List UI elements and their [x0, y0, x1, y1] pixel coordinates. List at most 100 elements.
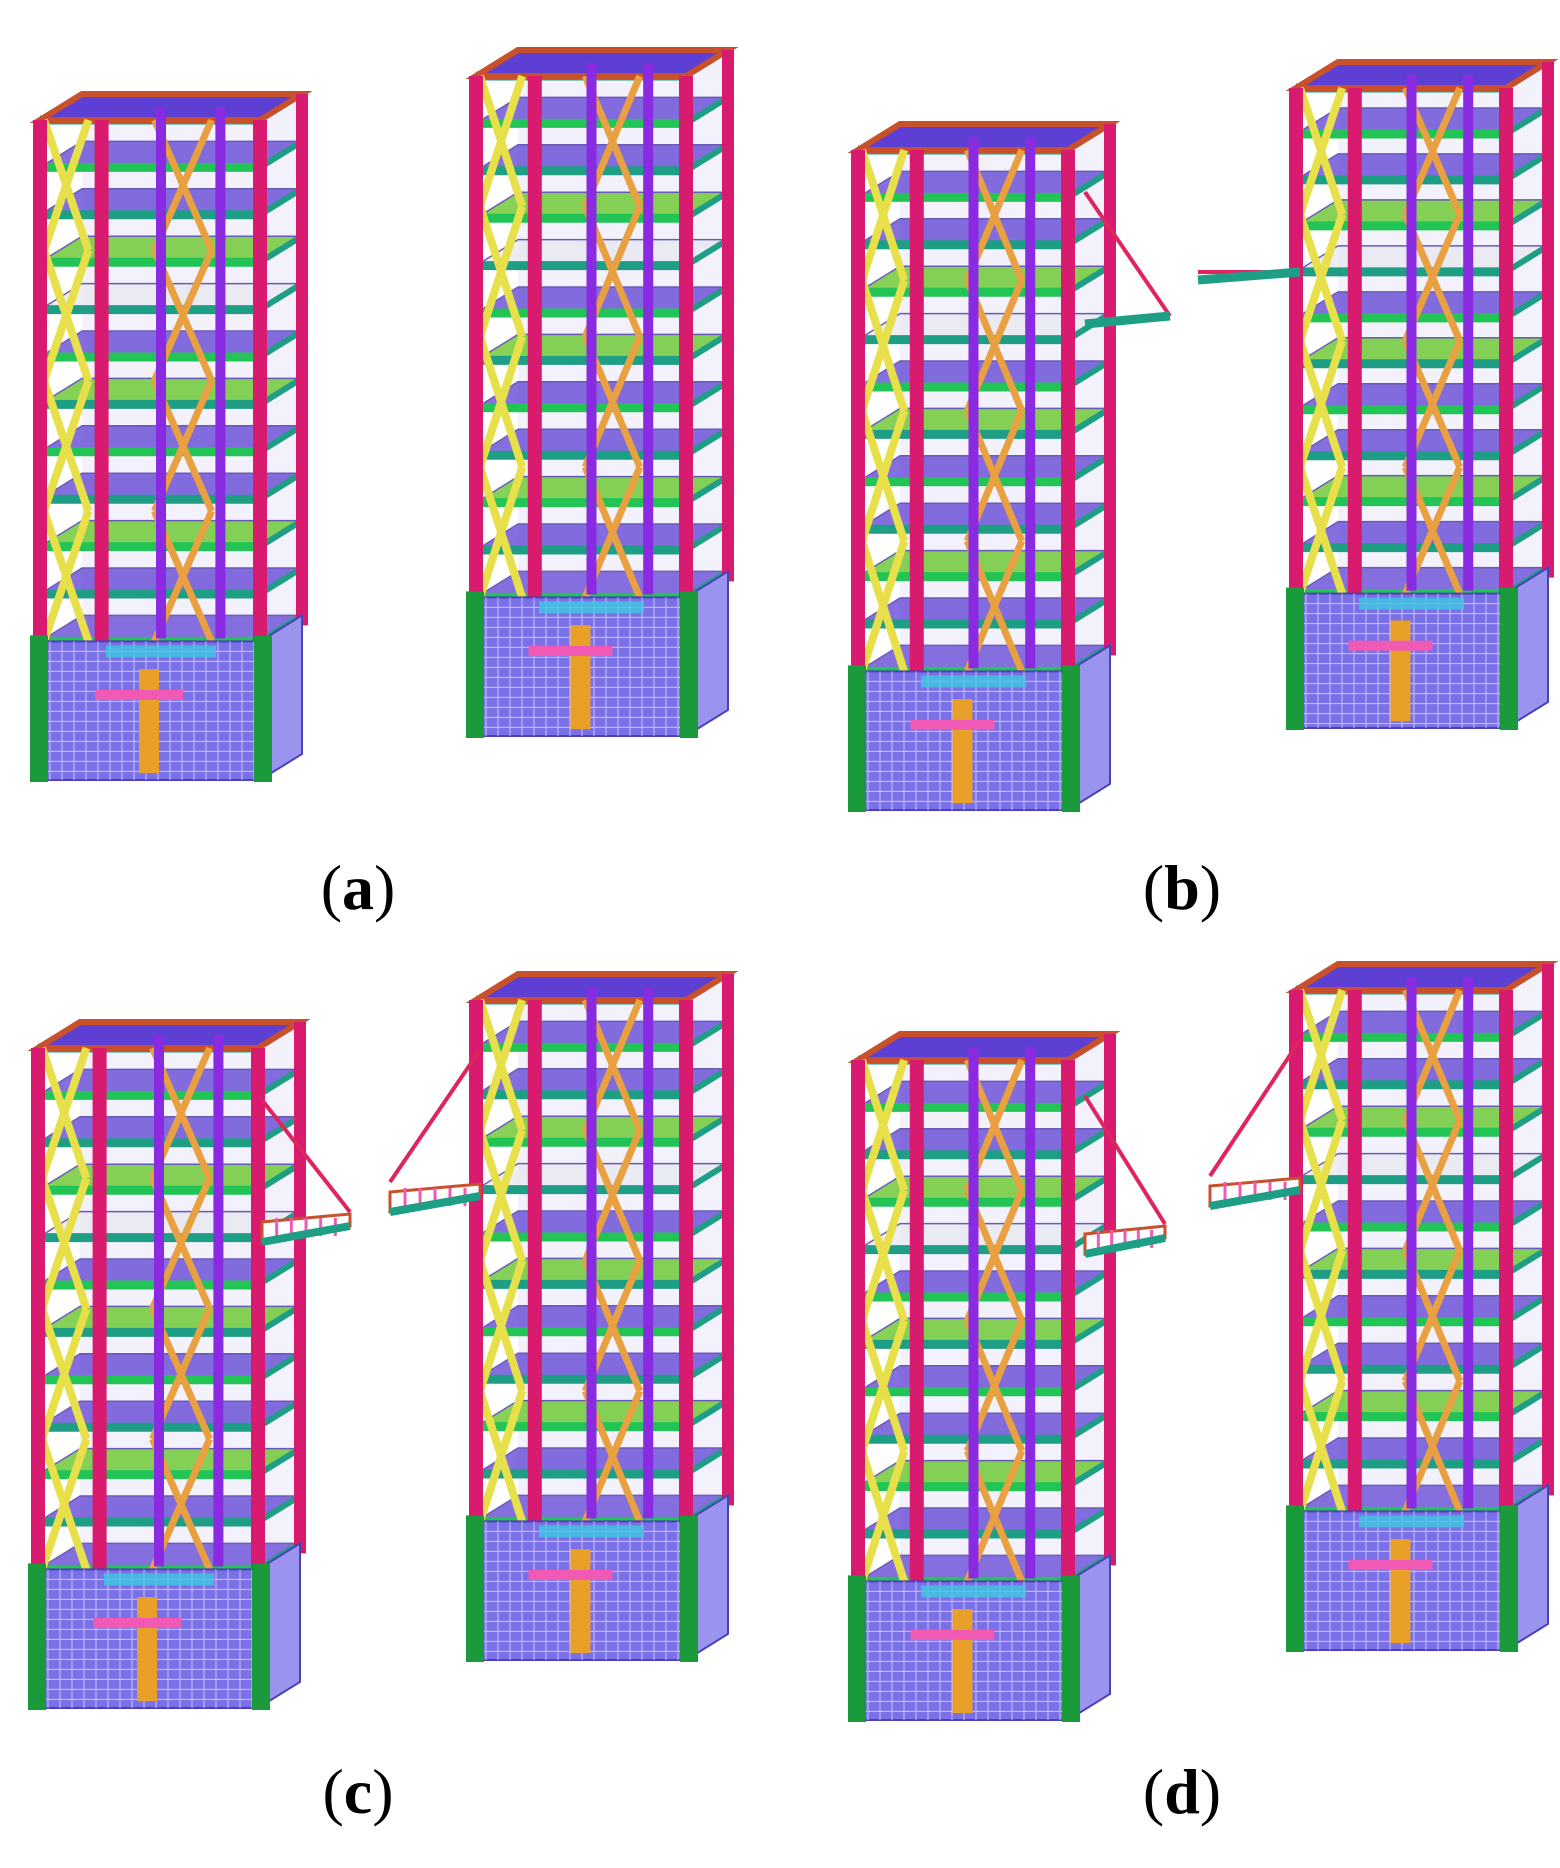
column: [469, 76, 483, 618]
column-back: [1104, 124, 1116, 656]
tower-a-right: [465, 47, 739, 738]
connector-beam: [389, 1192, 481, 1216]
brace-yellow: [858, 539, 909, 673]
roof-slab: [1285, 59, 1559, 91]
connector-beam: [1197, 267, 1301, 285]
base-column: [680, 591, 698, 738]
base-column: [1062, 1575, 1080, 1722]
connector-b-right: [1197, 267, 1301, 285]
panel-label-c: (c): [322, 1756, 394, 1827]
column: [31, 1048, 45, 1590]
base-pink-beam: [910, 719, 995, 730]
column: [1499, 990, 1513, 1532]
base-core-gold: [570, 625, 591, 730]
column-inner: [643, 63, 654, 595]
base-column: [254, 635, 272, 782]
brace-yellow: [476, 1259, 527, 1393]
column: [527, 76, 542, 618]
brace-yellow: [858, 1058, 909, 1192]
column-inner: [1406, 75, 1417, 591]
brace-yellow: [476, 335, 527, 469]
base-cyan-slab: [921, 675, 1026, 688]
base-pink-beam: [95, 689, 183, 700]
column: [1289, 88, 1303, 614]
connector-beam: [1209, 1186, 1301, 1210]
base-cyan-slab: [539, 601, 644, 614]
connector-beam: [1084, 1234, 1166, 1258]
column-inner: [215, 107, 226, 639]
column-inner: [968, 137, 979, 669]
base-column: [466, 591, 484, 738]
connector-b-left: [1083, 190, 1172, 329]
panel-letter-b: b: [1164, 852, 1200, 923]
column: [469, 1000, 483, 1542]
connector-d-left: [1083, 1094, 1167, 1258]
panel-letter-d: d: [1164, 1756, 1200, 1827]
column-back: [722, 974, 734, 1506]
brace-yellow: [476, 998, 527, 1132]
column-back: [294, 1022, 306, 1554]
base-column: [28, 1563, 46, 1710]
brace-yellow: [38, 1046, 91, 1180]
column: [851, 150, 865, 692]
base-cyan-slab: [539, 1525, 644, 1538]
column: [909, 1060, 924, 1602]
base-column: [1500, 587, 1518, 730]
brace-yellow: [858, 279, 909, 412]
brace-yellow: [40, 379, 93, 513]
column: [679, 76, 693, 618]
base-pink-beam: [910, 1629, 995, 1640]
base-column: [1286, 587, 1304, 730]
column-back: [1104, 1034, 1116, 1566]
column: [94, 120, 109, 662]
brace-yellow: [476, 1129, 527, 1262]
column: [909, 150, 924, 692]
base-core-gold: [952, 1609, 973, 1714]
roof-slab: [465, 47, 739, 79]
connector-c-right: [388, 1048, 482, 1216]
column: [1499, 88, 1513, 614]
base-column: [252, 1563, 270, 1710]
column-inner: [586, 987, 597, 1519]
base-column: [1500, 1505, 1518, 1652]
panel-label-b: (b): [1142, 852, 1222, 923]
cable: [1083, 1094, 1167, 1226]
column-back: [296, 94, 308, 626]
column: [527, 1000, 542, 1542]
base-column: [466, 1515, 484, 1662]
base-column: [1286, 1505, 1304, 1652]
connector-d-right: [1208, 1038, 1302, 1210]
column: [33, 120, 47, 662]
column: [679, 1000, 693, 1542]
column: [253, 120, 267, 662]
tower-d-right: [1285, 961, 1559, 1652]
roof-slab: [1285, 961, 1559, 993]
cable: [260, 1098, 352, 1214]
base-core-gold: [1390, 620, 1411, 722]
column-inner: [1025, 137, 1036, 669]
brace-yellow: [1296, 1379, 1347, 1513]
brace-yellow: [40, 118, 93, 252]
brace-yellow: [858, 1449, 909, 1583]
base-core-gold: [137, 1597, 157, 1702]
roof-slab: [465, 971, 739, 1003]
column-inner: [1463, 75, 1474, 591]
column-inner: [213, 1035, 224, 1567]
column: [251, 1048, 265, 1590]
roof-slab: [29, 91, 313, 123]
panel-label-d: (d): [1142, 1756, 1222, 1827]
column: [92, 1048, 107, 1590]
base-cyan-slab: [1359, 597, 1464, 610]
brace-yellow: [1296, 213, 1346, 343]
roof-slab: [847, 1031, 1121, 1063]
base-cyan-slab: [106, 645, 216, 658]
brace-yellow: [38, 1307, 91, 1441]
panel-letter-a: a: [342, 852, 374, 923]
tower-a-left: [29, 91, 313, 782]
base-column: [848, 665, 866, 812]
brace-yellow: [858, 409, 909, 543]
column-inner: [968, 1047, 979, 1579]
brace-yellow: [858, 1189, 909, 1322]
